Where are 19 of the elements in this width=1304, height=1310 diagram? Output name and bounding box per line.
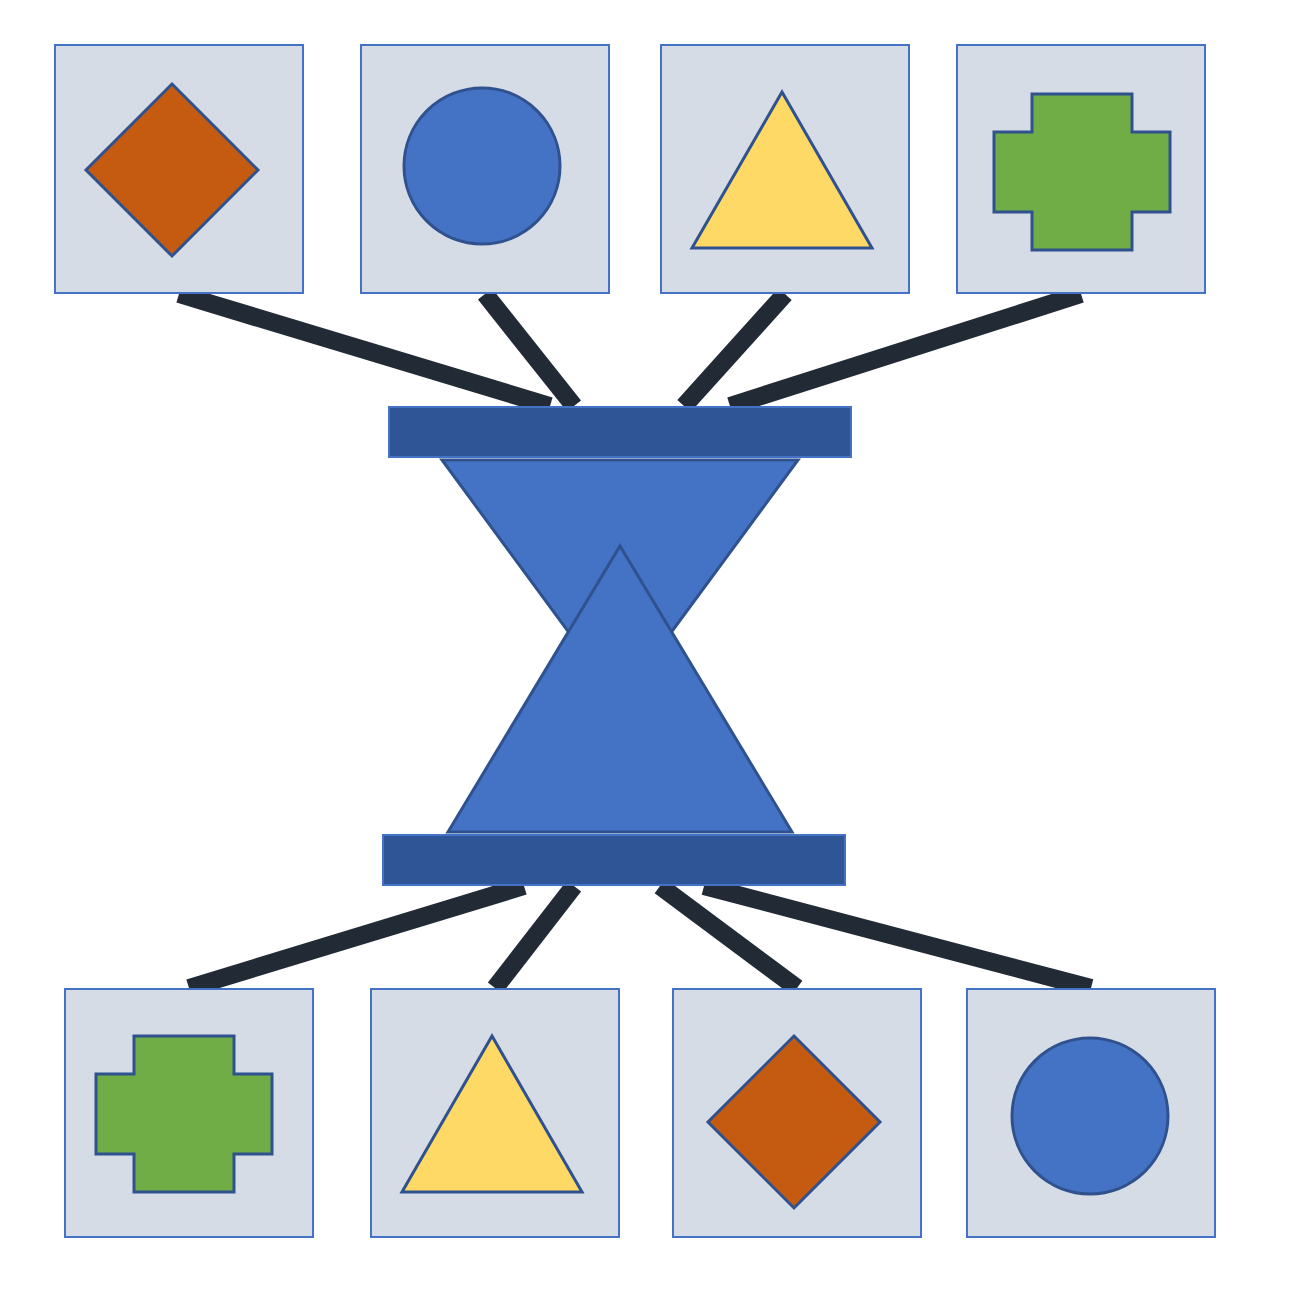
cross-shape: [94, 1034, 274, 1194]
tile: [672, 988, 922, 1238]
tile: [956, 44, 1206, 294]
tile: [660, 44, 910, 294]
tile: [370, 988, 620, 1238]
diamond-shape: [84, 82, 260, 258]
triangle-shape: [400, 1034, 584, 1194]
tile: [966, 988, 1216, 1238]
triangle-shape: [690, 90, 874, 250]
tile: [54, 44, 304, 294]
cross-shape: [992, 92, 1172, 252]
diamond-shape: [706, 1034, 882, 1210]
bar: [382, 834, 846, 886]
tile: [360, 44, 610, 294]
hourglass-shape: [440, 458, 800, 834]
bar: [388, 406, 852, 458]
circle-shape: [1010, 1036, 1170, 1196]
tile: [64, 988, 314, 1238]
circle-shape: [402, 86, 562, 246]
